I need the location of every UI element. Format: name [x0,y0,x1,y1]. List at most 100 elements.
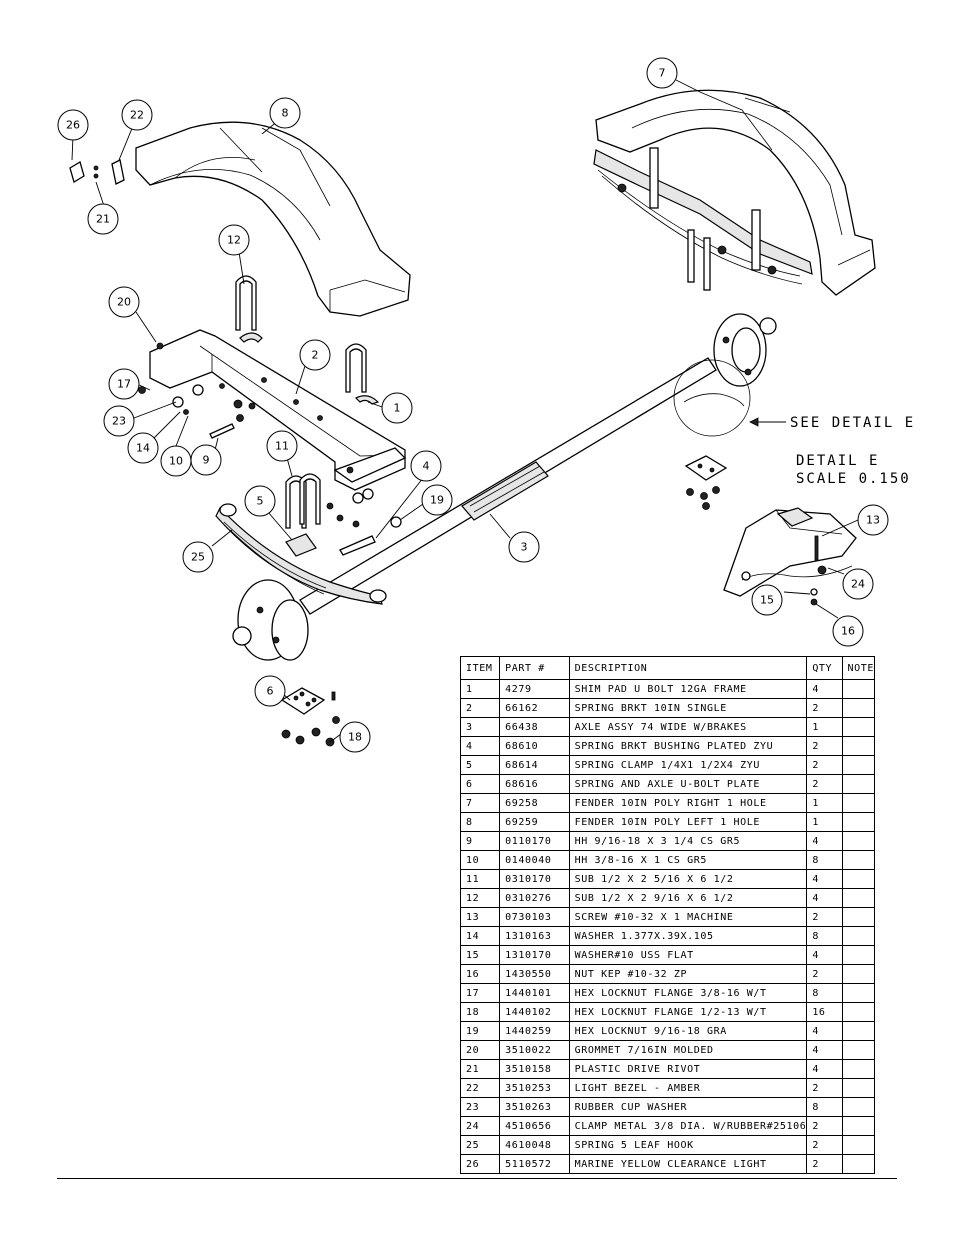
svg-text:10: 10 [169,455,183,468]
bom-cell-part: 3510253 [499,1078,570,1098]
bom-cell-description: CLAMP METAL 3/8 DIA. W/RUBBER#25106 [568,1116,808,1136]
bom-cell-note [841,1059,875,1079]
bom-cell-description: SUB 1/2 X 2 5/16 X 6 1/2 [568,869,808,889]
bom-cell-qty: 4 [806,831,843,851]
callout-19: 19 [421,484,453,516]
callout-25: 25 [182,541,214,573]
leader-lines [71,79,859,743]
bom-cell-description: HEX LOCKNUT 9/16-18 GRA [568,1021,808,1041]
bom-cell-qty: 16 [806,1002,843,1022]
svg-text:9: 9 [203,454,210,467]
bom-cell-note [841,1040,875,1060]
callout-12: 12 [218,224,250,256]
callout-5: 5 [244,485,276,517]
u-bolt-plate-and-nuts [280,687,340,747]
svg-text:20: 20 [117,296,131,309]
bom-cell-item: 1 [459,679,501,699]
svg-text:11: 11 [275,440,289,453]
bom-cell-part: 4510656 [499,1116,570,1136]
bom-cell-qty: 2 [806,698,843,718]
callout-23: 23 [103,405,135,437]
bom-cell-part: 68614 [499,755,570,775]
svg-text:7: 7 [659,67,666,80]
bom-cell-note [841,907,875,927]
bom-cell-note [841,888,875,908]
bom-cell-qty: 8 [806,850,843,870]
spring-bracket-frame [149,329,407,491]
bom-cell-item: 15 [459,945,501,965]
bom-cell-description: HH 9/16-18 X 3 1/4 CS GR5 [568,831,808,851]
bom-cell-item: 19 [459,1021,501,1041]
bom-cell-item: 26 [459,1154,501,1174]
svg-text:4: 4 [423,460,430,473]
bom-cell-part: 4279 [499,679,570,699]
bom-cell-note [841,850,875,870]
callout-18: 18 [339,721,371,753]
callout-13: 13 [857,504,889,536]
bom-cell-item: 2 [459,698,501,718]
bom-cell-part: 1440102 [499,1002,570,1022]
bom-cell-note [841,774,875,794]
bom-header-note: NOTE [841,656,875,680]
bom-cell-part: 68610 [499,736,570,756]
svg-text:1: 1 [394,402,401,415]
svg-text:23: 23 [112,415,126,428]
bom-cell-item: 9 [459,831,501,851]
callout-10: 10 [160,445,192,477]
bom-cell-note [841,1002,875,1022]
bom-header-part: PART # [499,656,570,680]
bom-cell-qty: 4 [806,888,843,908]
callout-16: 16 [832,615,864,647]
bom-cell-qty: 1 [806,717,843,737]
bom-cell-item: 17 [459,983,501,1003]
detail-e-circle [673,359,786,437]
bom-cell-part: 66438 [499,717,570,737]
bom-cell-part: 1310163 [499,926,570,946]
callout-17: 17 [108,368,140,400]
bom-cell-item: 5 [459,755,501,775]
svg-text:12: 12 [227,234,241,247]
bom-cell-description: LIGHT BEZEL - AMBER [568,1078,808,1098]
callout-21: 21 [87,203,119,235]
svg-text:22: 22 [130,109,144,122]
footer-rule [57,1178,897,1179]
callout-3: 3 [508,531,540,563]
bom-cell-part: 1440259 [499,1021,570,1041]
bom-cell-part: 0110170 [499,831,570,851]
bom-cell-description: RUBBER CUP WASHER [568,1097,808,1117]
bom-cell-note [841,755,875,775]
bom-cell-part: 0140040 [499,850,570,870]
svg-text:25: 25 [191,551,205,564]
bom-cell-item: 13 [459,907,501,927]
callout-7: 7 [646,57,678,89]
bom-cell-qty: 8 [806,983,843,1003]
callout-20: 20 [108,286,140,318]
bom-cell-item: 25 [459,1135,501,1155]
callout-11: 11 [266,430,298,462]
bom-cell-description: WASHER 1.377X.39X.105 [568,926,808,946]
bom-cell-description: SPRING AND AXLE U-BOLT PLATE [568,774,808,794]
bom-cell-description: FENDER 10IN POLY LEFT 1 HOLE [568,812,808,832]
bom-cell-part: 4610048 [499,1135,570,1155]
right-spring-assembly [593,147,813,291]
bom-cell-item: 24 [459,1116,501,1136]
bom-cell-description: SHIM PAD U BOLT 12GA FRAME [568,679,808,699]
bom-cell-qty: 2 [806,1154,843,1174]
callout-15: 15 [751,584,783,616]
svg-text:13: 13 [866,514,880,527]
bom-cell-description: SPRING 5 LEAF HOOK [568,1135,808,1155]
